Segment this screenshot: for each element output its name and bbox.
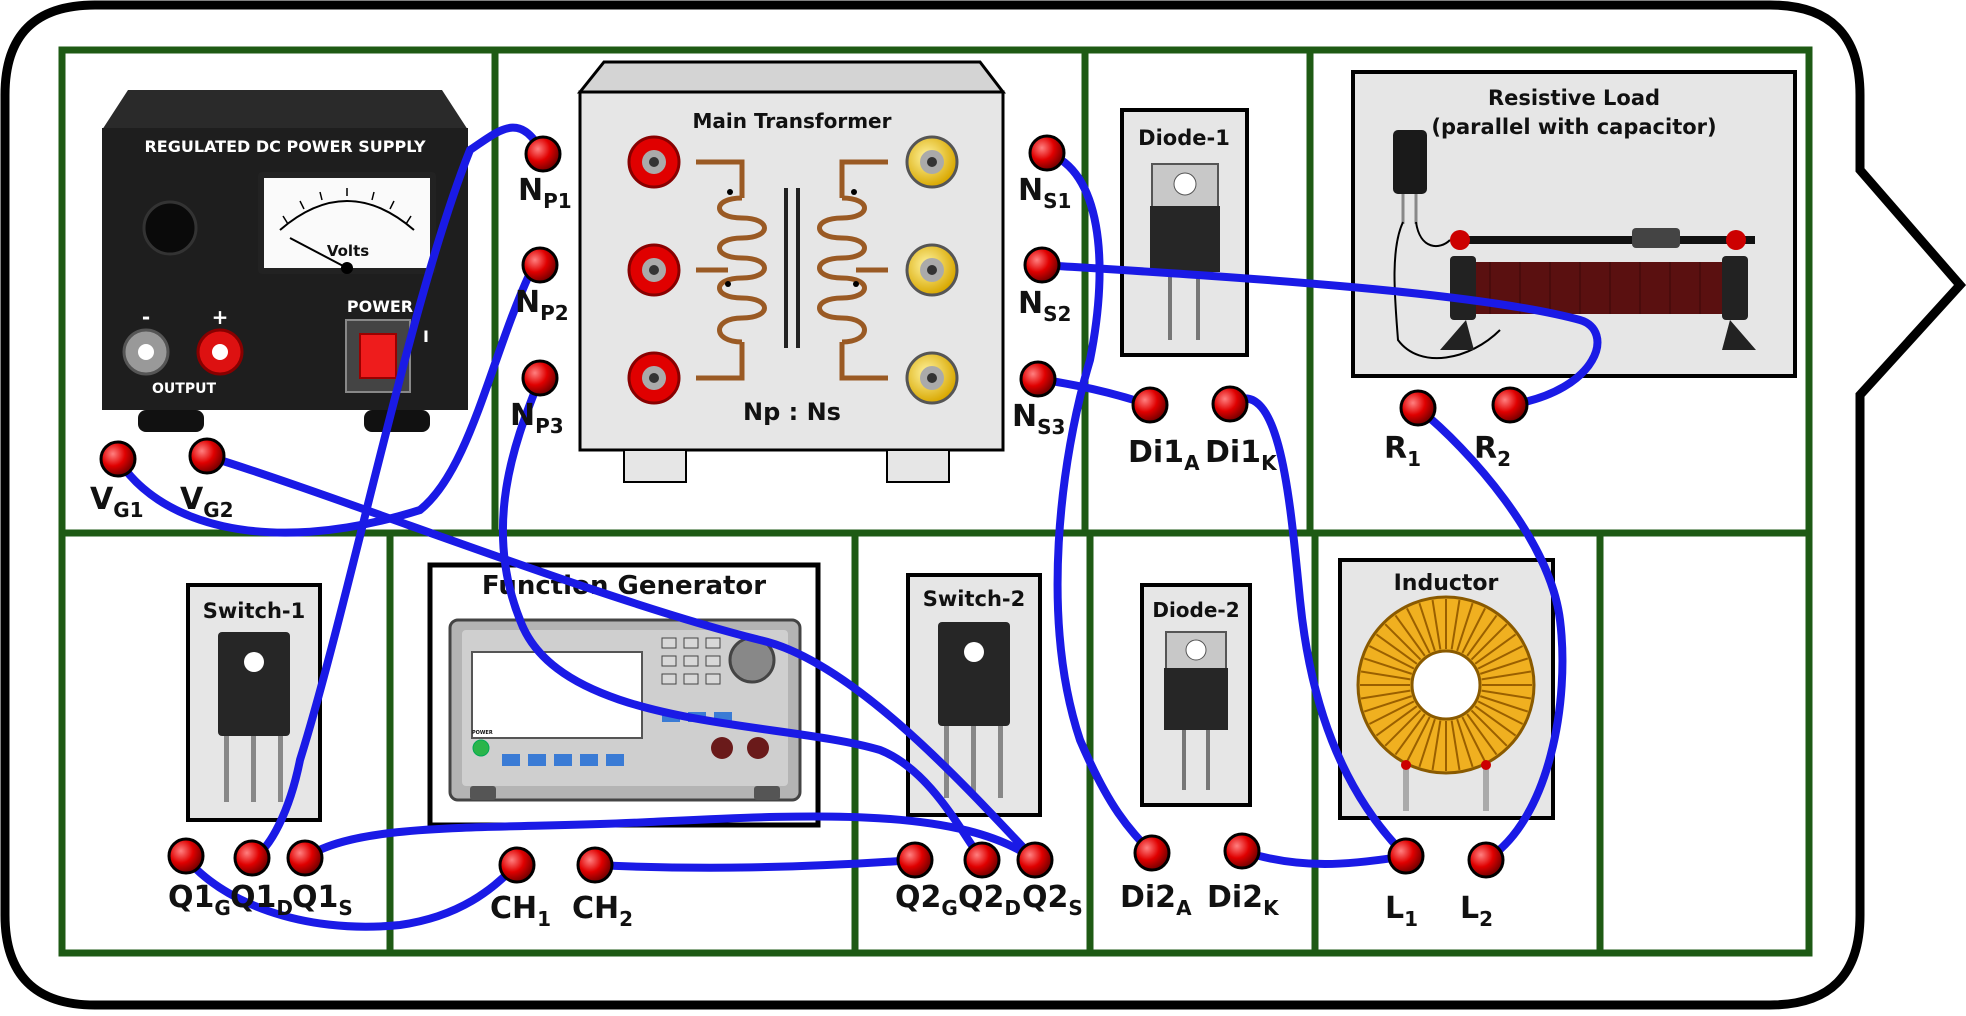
terminal-np3[interactable] <box>523 361 557 395</box>
minus-sign: - <box>142 305 150 329</box>
terminal-np2[interactable] <box>523 248 557 282</box>
generator-power-text: POWER <box>472 730 493 736</box>
power-supply-title: REGULATED DC POWER SUPPLY <box>144 137 425 156</box>
inductor-title: Inductor <box>1394 571 1499 596</box>
dc-power-supply: REGULATED DC POWER SUPPLY Volts POWER I … <box>102 90 468 432</box>
terminal-ns3[interactable] <box>1021 362 1055 396</box>
inductor: Inductor <box>1340 560 1553 818</box>
generator-keypad <box>662 638 720 684</box>
terminal-ch2[interactable] <box>578 848 612 882</box>
switch-2-title: Switch-2 <box>923 587 1026 611</box>
diode-1-title: Diode-1 <box>1138 126 1230 150</box>
resistive-load: Resistive Load (parallel with capacitor) <box>1353 72 1795 376</box>
terminal-di2a[interactable] <box>1135 836 1169 870</box>
load-title-line2: (parallel with capacitor) <box>1431 115 1716 139</box>
terminal-l1[interactable] <box>1389 839 1423 873</box>
diode-1: Diode-1 <box>1122 110 1247 355</box>
voltage-knob[interactable] <box>144 202 196 254</box>
terminal-ns2[interactable] <box>1025 248 1059 282</box>
terminal-q1g[interactable] <box>169 839 203 873</box>
terminal-q2g[interactable] <box>898 843 932 877</box>
switch-2: Switch-2 <box>908 575 1040 815</box>
terminal-q1d[interactable] <box>235 841 269 875</box>
diode-2: Diode-2 <box>1142 585 1250 805</box>
terminal-vg1[interactable] <box>101 442 135 476</box>
switch-1: Switch-1 <box>188 585 320 820</box>
main-transformer: Main Transformer Np : Ns <box>580 62 1003 482</box>
power-label: POWER <box>347 297 413 316</box>
turns-ratio-label: Np : Ns <box>743 398 841 426</box>
terminal-di2k[interactable] <box>1225 834 1259 868</box>
terminal-q2s[interactable] <box>1018 843 1052 877</box>
terminal-vg2[interactable] <box>190 439 224 473</box>
generator-power-button[interactable] <box>473 740 489 756</box>
diode-2-title: Diode-2 <box>1152 598 1239 622</box>
switch-1-title: Switch-1 <box>203 599 306 623</box>
terminal-ns1[interactable] <box>1030 136 1064 170</box>
transformer-title: Main Transformer <box>693 109 892 133</box>
output-label: OUTPUT <box>152 381 216 397</box>
plus-sign: + <box>212 305 229 329</box>
power-switch[interactable] <box>360 334 396 378</box>
terminal-r1[interactable] <box>1401 391 1435 425</box>
capacitor <box>1393 130 1427 194</box>
primary-jacks <box>629 137 679 403</box>
terminal-di1k[interactable] <box>1213 387 1247 421</box>
secondary-jacks <box>907 137 957 403</box>
terminal-q1s[interactable] <box>288 841 322 875</box>
terminal-di1a[interactable] <box>1133 388 1167 422</box>
terminal-q2d[interactable] <box>965 843 999 877</box>
terminal-np1[interactable] <box>526 137 560 171</box>
on-mark: I <box>423 327 429 346</box>
meter-label: Volts <box>327 242 369 260</box>
terminal-l2[interactable] <box>1469 843 1503 877</box>
terminal-ch1[interactable] <box>500 848 534 882</box>
load-title-line1: Resistive Load <box>1488 86 1660 110</box>
terminal-r2[interactable] <box>1493 388 1527 422</box>
